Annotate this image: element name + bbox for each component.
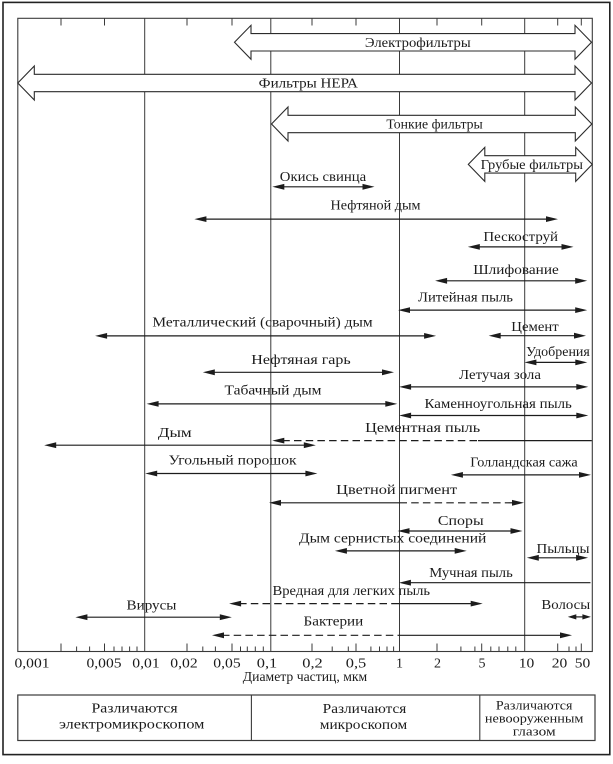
svg-text:Литейная пыль: Литейная пыль xyxy=(418,290,513,305)
svg-text:Табачный дым: Табачный дым xyxy=(225,384,322,399)
svg-text:Удобрения: Удобрения xyxy=(526,345,590,360)
svg-text:Голландская сажа: Голландская сажа xyxy=(470,456,578,471)
svg-text:Нефтяная гарь: Нефтяная гарь xyxy=(251,353,350,368)
svg-text:Нефтяной дым: Нефтяной дым xyxy=(331,199,421,214)
svg-text:Летучая зола: Летучая зола xyxy=(459,368,542,383)
svg-text:Каменноугольная пыль: Каменноугольная пыль xyxy=(425,397,572,412)
svg-text:Различаются: Различаются xyxy=(496,698,573,713)
svg-text:Мучная пыль: Мучная пыль xyxy=(429,566,513,581)
svg-text:Тонкие фильтры: Тонкие фильтры xyxy=(386,118,483,133)
svg-text:10: 10 xyxy=(519,657,535,672)
svg-text:Фильтры НЕРА: Фильтры НЕРА xyxy=(259,77,359,92)
svg-text:0,5: 0,5 xyxy=(346,657,367,672)
svg-text:Пескоструй: Пескоструй xyxy=(483,230,558,245)
svg-text:5: 5 xyxy=(479,657,486,672)
svg-text:Угольный порошок: Угольный порошок xyxy=(169,454,297,469)
svg-text:50: 50 xyxy=(575,657,591,672)
svg-text:Цемент: Цемент xyxy=(511,320,558,335)
svg-text:Дым сернистых соединений: Дым сернистых соединений xyxy=(299,532,487,547)
svg-text:электромикроскопом: электромикроскопом xyxy=(59,718,205,733)
svg-text:Пыльцы: Пыльцы xyxy=(537,542,591,557)
svg-text:Бактерии: Бактерии xyxy=(304,615,364,630)
svg-text:2: 2 xyxy=(434,657,441,672)
svg-text:0,05: 0,05 xyxy=(213,657,240,672)
svg-text:Металлический (сварочный) дым: Металлический (сварочный) дым xyxy=(152,315,372,330)
svg-text:Электрофильтры: Электрофильтры xyxy=(365,36,471,51)
svg-text:Цветной пигмент: Цветной пигмент xyxy=(336,483,457,498)
svg-text:Споры: Споры xyxy=(438,514,484,529)
svg-text:0,01: 0,01 xyxy=(132,657,159,672)
svg-text:невооруженным: невооруженным xyxy=(485,711,584,726)
svg-text:Волосы: Волосы xyxy=(541,598,590,613)
svg-text:Различаются: Различаются xyxy=(92,702,179,717)
svg-text:0,02: 0,02 xyxy=(170,657,197,672)
svg-text:0,005: 0,005 xyxy=(87,657,122,672)
svg-text:Дым: Дым xyxy=(158,426,192,441)
svg-text:Цементная пыль: Цементная пыль xyxy=(365,421,480,436)
svg-text:глазом: глазом xyxy=(513,724,556,739)
svg-text:Вредная для легких пыль: Вредная для легких пыль xyxy=(273,584,431,599)
svg-text:Окись свинца: Окись свинца xyxy=(280,170,367,185)
svg-text:1: 1 xyxy=(396,657,403,672)
svg-text:Различаются: Различаются xyxy=(323,702,407,717)
svg-text:Грубые фильтры: Грубые фильтры xyxy=(481,158,584,173)
svg-text:20: 20 xyxy=(552,657,568,672)
svg-text:Шлифование: Шлифование xyxy=(473,263,559,278)
svg-text:0,001: 0,001 xyxy=(15,657,50,672)
svg-text:Вирусы: Вирусы xyxy=(127,599,178,614)
svg-text:0,2: 0,2 xyxy=(302,657,323,672)
svg-text:0,1: 0,1 xyxy=(257,657,278,672)
svg-text:Диаметр частиц, мкм: Диаметр частиц, мкм xyxy=(243,670,368,685)
svg-text:микроскопом: микроскопом xyxy=(320,718,408,733)
